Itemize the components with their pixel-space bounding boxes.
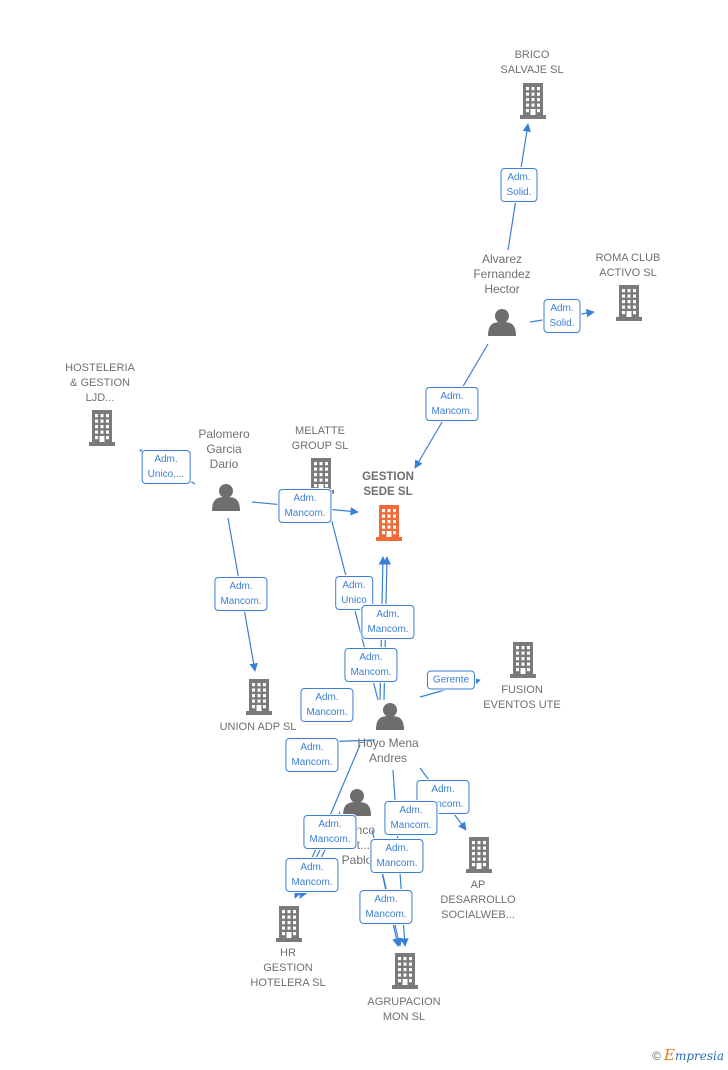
edge-label-pablo-agrupacion[interactable]: Adm. Mancom. [370, 839, 424, 873]
hoyo-person-icon[interactable] [376, 703, 404, 730]
edge-label-hoyo-hr[interactable]: Adm. Mancom. [300, 688, 354, 722]
person-label-hoyo: Hoyo Mena Andres [357, 736, 419, 765]
edge-label-palomero-gestion[interactable]: Adm. Mancom. [278, 489, 332, 523]
edge-label-palomero-hosteleria[interactable]: Adm. Unico,... [141, 450, 191, 484]
roma-building-icon[interactable] [616, 285, 642, 321]
company-label-roma: ROMA CLUB ACTIVO SL [595, 252, 661, 279]
palomero-person-icon[interactable] [212, 484, 240, 511]
company-label-union: UNION ADP SL [219, 721, 297, 733]
edge-label-alvarez-roma[interactable]: Adm. Solid. [543, 299, 581, 333]
agrupacion-building-icon[interactable] [392, 953, 418, 989]
alvarez-person-icon[interactable] [488, 309, 516, 336]
union-building-icon[interactable] [246, 679, 272, 715]
company-label-gestion: GESTION SEDE SL [362, 471, 414, 498]
edge-label-hoyo-gestion[interactable]: Adm. Mancom. [361, 605, 415, 639]
empresia-watermark: ©Empresia [652, 1046, 724, 1064]
person-label-alvarez: Alvarez Fernandez Hector [473, 252, 531, 296]
company-label-fusion: FUSION EVENTOS UTE [483, 684, 561, 711]
brico-building-icon[interactable] [520, 83, 546, 119]
edge-label-alvarez-gestion[interactable]: Adm. Mancom. [425, 387, 479, 421]
person-label-palomero: Palomero Garcia Dario [198, 427, 250, 471]
hosteleria-building-icon[interactable] [89, 410, 115, 446]
company-label-hosteleria: HOSTELERIA & GESTION LJD... [65, 362, 135, 404]
edge-label-hoyo-fusion[interactable]: Gerente [426, 670, 476, 690]
edge-label-hoyo-hr[interactable]: Adm. Mancom. [285, 738, 339, 772]
pablo-person-icon[interactable] [343, 789, 371, 816]
company-label-hr: HR GESTION HOTELERA SL [250, 947, 326, 989]
company-label-agrupacion: AGRUPACION MON SL [367, 996, 441, 1023]
company-label-melatte: MELATTE GROUP SL [291, 425, 349, 452]
edge-label-palomero-union[interactable]: Adm. Mancom. [214, 577, 268, 611]
hr-building-icon[interactable] [276, 906, 302, 942]
edge-label-hoyo-melatte[interactable]: Adm. Unico [335, 576, 373, 610]
company-label-brico: BRICO SALVAJE SL [500, 49, 564, 76]
edge-label-pablo-agrupacion[interactable]: Adm. Mancom. [359, 890, 413, 924]
edge-label-pablo-hr[interactable]: Adm. Mancom. [285, 858, 339, 892]
edge-label-hoyo-gestion[interactable]: Adm. Mancom. [344, 648, 398, 682]
edge-label-hoyo-agrupacion[interactable]: Adm. Mancom. [384, 801, 438, 835]
company-label-ap: AP DESARROLLO SOCIALWEB... [440, 879, 516, 921]
ap-building-icon[interactable] [466, 837, 492, 873]
fusion-building-icon[interactable] [510, 642, 536, 678]
edge-label-pablo-hr[interactable]: Adm. Mancom. [303, 815, 357, 849]
gestion-building-icon[interactable] [376, 505, 402, 541]
edge-label-alvarez-brico[interactable]: Adm. Solid. [500, 168, 538, 202]
